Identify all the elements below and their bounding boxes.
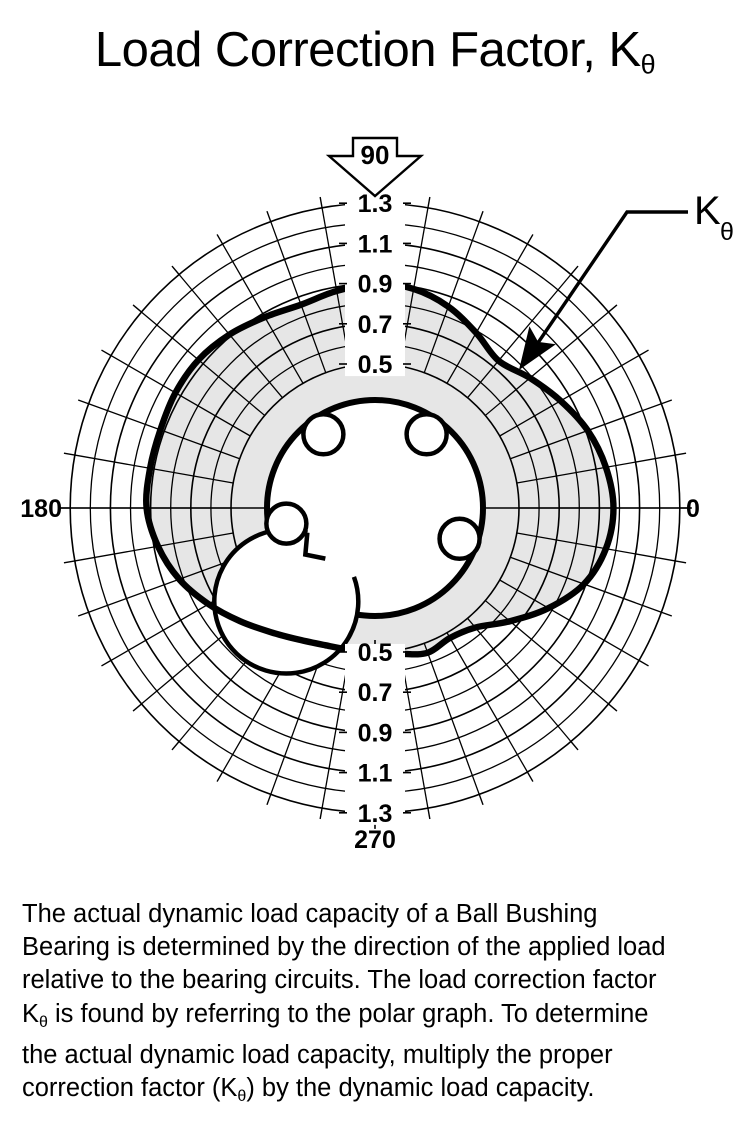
grid-outer-tick-20 xyxy=(661,399,673,405)
grid-outer-tick-220 xyxy=(132,703,142,712)
r-tick-label-bottom-0.9: 0.9 xyxy=(358,719,393,747)
grid-outer-tick-230 xyxy=(171,741,180,751)
grid-outer-tick-10 xyxy=(675,452,687,456)
grid-outer-tick-350 xyxy=(675,560,687,564)
grid-outer-tick-80 xyxy=(427,196,431,208)
paragraph-line-1: The actual dynamic load capacity of a Ba… xyxy=(22,900,598,928)
r-tick-label-bottom-1.3: 1.3 xyxy=(358,800,393,828)
grid-spoke-140 xyxy=(141,311,266,416)
angle-label-0: 0 xyxy=(686,495,700,523)
grid-outer-tick-240 xyxy=(216,771,224,782)
page-title-text: Load Correction Factor, K xyxy=(94,23,641,77)
grid-spoke-120 xyxy=(222,243,304,384)
grid-outer-tick-300 xyxy=(526,771,534,782)
paragraph-line-4-k: K xyxy=(22,999,40,1028)
grid-outer-tick-250 xyxy=(266,794,272,806)
load-arrow-outline xyxy=(325,136,425,198)
ktheta-leader-line xyxy=(527,210,688,357)
paragraph-line-5: the actual dynamic load capacity, multip… xyxy=(22,1040,613,1069)
paragraph-line-2: Bearing is determined by the direction o… xyxy=(22,933,666,962)
grid-outer-tick-280 xyxy=(427,808,431,820)
grid-spoke-10 xyxy=(516,454,676,484)
r-tick-label-top-0.9: 0.9 xyxy=(358,271,393,299)
grid-spoke-150 xyxy=(110,355,251,437)
grid-outer-tick-170 xyxy=(63,452,75,456)
grid-outer-tick-200 xyxy=(77,611,89,617)
angle-label-270: 270 xyxy=(354,826,396,854)
grid-outer-tick-320 xyxy=(608,703,618,712)
grid-outer-tick-140 xyxy=(132,304,142,313)
grid-spoke-330 xyxy=(499,579,640,661)
grid-spoke-190 xyxy=(74,532,234,562)
r-tick-label-bottom-1.1: 1.1 xyxy=(358,760,393,788)
grid-spoke-320 xyxy=(484,600,609,705)
grid-outer-tick-40 xyxy=(608,304,618,313)
grid-outer-tick-100 xyxy=(319,196,323,208)
grid-outer-tick-70 xyxy=(478,210,484,222)
grid-spoke-30 xyxy=(499,355,640,437)
r-tick-label-top-0.7: 0.7 xyxy=(358,311,393,339)
label-gutter-top xyxy=(345,191,405,377)
r-tick-label-top-0.5: 0.5 xyxy=(358,351,393,379)
grid-outer-tick-30 xyxy=(638,349,649,357)
grid-outer-tick-110 xyxy=(266,210,272,222)
load-direction-arrow: 90 xyxy=(325,136,425,198)
bearing-inner-sleeve xyxy=(212,527,361,676)
bearing-split-tab-left xyxy=(302,532,326,561)
grid-outer-tick-150 xyxy=(101,349,112,357)
grid-outer-tick-190 xyxy=(63,560,75,564)
grid-spoke-310 xyxy=(467,617,572,742)
grid-spoke-290 xyxy=(423,643,480,795)
paragraph-line-4-subscript: θ xyxy=(39,1013,48,1031)
grid-outer-tick-120 xyxy=(216,234,224,245)
ktheta-arrowhead xyxy=(519,326,556,370)
paragraph-line-6-b: ) by the dynamic load capacity. xyxy=(246,1073,595,1102)
grid-spoke-60 xyxy=(446,243,528,384)
paragraph-line-3: relative to the bearing circuits. The lo… xyxy=(22,966,657,995)
bearing-ball-circuit-1 xyxy=(301,412,346,457)
paragraph-line-4-rest: is found by referring to the polar graph… xyxy=(47,999,649,1028)
grid-spoke-160 xyxy=(88,403,240,460)
grid-outer-tick-60 xyxy=(526,234,534,245)
bearing-ball-circuit-2 xyxy=(404,412,449,457)
grid-outer-tick-310 xyxy=(570,741,579,751)
grid-spoke-70 xyxy=(423,221,480,373)
grid-outer-tick-340 xyxy=(661,611,673,617)
ball-bushing-bearing-icon xyxy=(212,397,486,676)
description-paragraph: The actual dynamic load capacity of a Ba… xyxy=(22,898,734,1113)
grid-outer-tick-330 xyxy=(638,659,649,667)
grid-spoke-170 xyxy=(74,454,234,484)
grid-outer-tick-50 xyxy=(570,265,579,275)
grid-outer-tick-160 xyxy=(77,399,89,405)
paragraph-line-6-subscript: θ xyxy=(237,1087,247,1105)
label-gutter-bottom xyxy=(345,643,405,825)
grid-outer-tick-130 xyxy=(171,265,180,275)
bearing-ball-circuit-4 xyxy=(437,516,482,562)
grid-spoke-50 xyxy=(467,274,572,399)
r-tick-label-bottom-0.5: 0.5 xyxy=(358,639,393,667)
grid-spoke-110 xyxy=(270,221,327,373)
load-arrow-label: 90 xyxy=(361,140,390,170)
r-tick-label-bottom-0.7: 0.7 xyxy=(358,679,393,707)
ktheta-curve xyxy=(143,280,617,658)
ktheta-annotation-subscript: θ xyxy=(720,218,734,246)
paragraph-line-6-a: correction factor (K xyxy=(22,1073,238,1102)
r-tick-label-top-1.1: 1.1 xyxy=(358,230,393,258)
grid-outer-tick-290 xyxy=(478,794,484,806)
grid-spoke-350 xyxy=(516,532,676,562)
grid-spoke-300 xyxy=(446,632,528,773)
angle-label-180: 180 xyxy=(20,495,62,523)
grid-spoke-40 xyxy=(484,311,609,416)
grid-outer-tick-260 xyxy=(319,808,323,820)
page-title: Load Correction Factor, Kθ xyxy=(0,22,750,81)
grid-spoke-200 xyxy=(88,556,240,613)
grid-outer-tick-210 xyxy=(101,659,112,667)
ktheta-annotation-label: K xyxy=(694,189,721,233)
bearing-ball-circuit-3 xyxy=(264,501,309,546)
page-title-subscript: θ xyxy=(640,49,656,80)
